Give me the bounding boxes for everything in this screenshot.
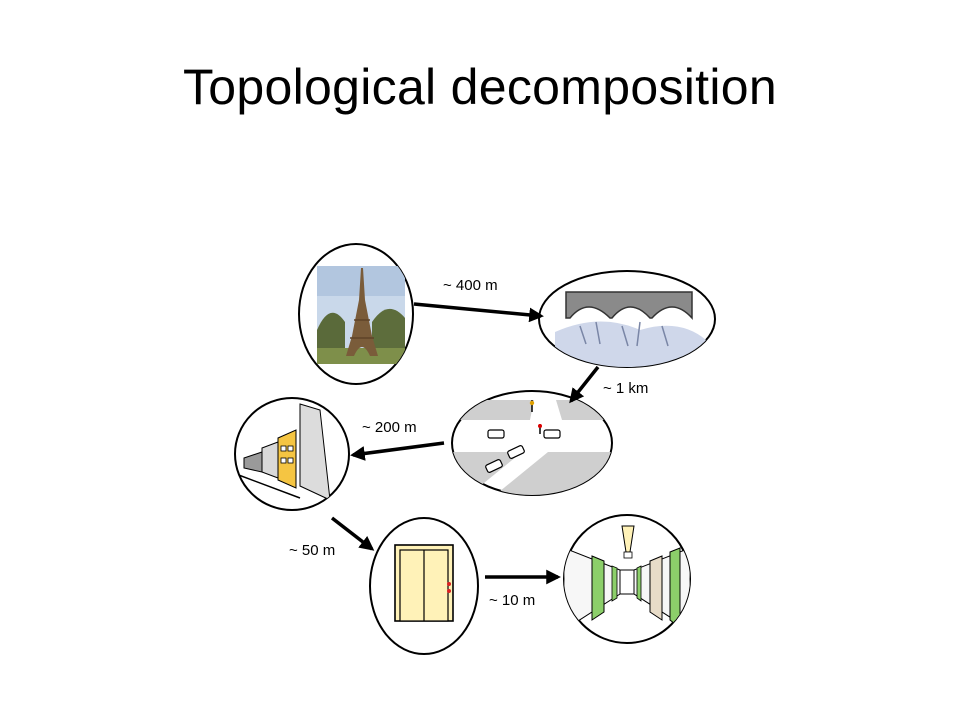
eiffel-tower-node <box>298 243 414 385</box>
elevator-node <box>369 517 479 655</box>
distance-label-400m: ~ 400 m <box>443 277 498 294</box>
stone-bridge-icon <box>555 291 706 367</box>
intersection-node <box>451 390 613 496</box>
corridor-node <box>563 514 691 644</box>
distance-label-50m: ~ 50 m <box>289 542 335 559</box>
elevator-doors-icon <box>394 544 454 622</box>
distance-label-200m: ~ 200 m <box>362 419 417 436</box>
bridge-node <box>538 270 716 368</box>
arrow-intersection-to-street <box>350 441 445 461</box>
distance-label-1km: ~ 1 km <box>603 380 648 397</box>
arrow-eiffel-to-bridge <box>413 302 544 323</box>
slide-title: Topological decomposition <box>183 59 777 115</box>
distance-label-10m: ~ 10 m <box>489 592 535 609</box>
hallway-corridor-icon <box>564 525 690 631</box>
arrow-street-to-elevator <box>330 516 375 551</box>
arrow-bridge-to-intersection <box>569 365 600 404</box>
eiffel-tower-photo-icon <box>317 266 405 364</box>
street-node <box>234 397 350 511</box>
